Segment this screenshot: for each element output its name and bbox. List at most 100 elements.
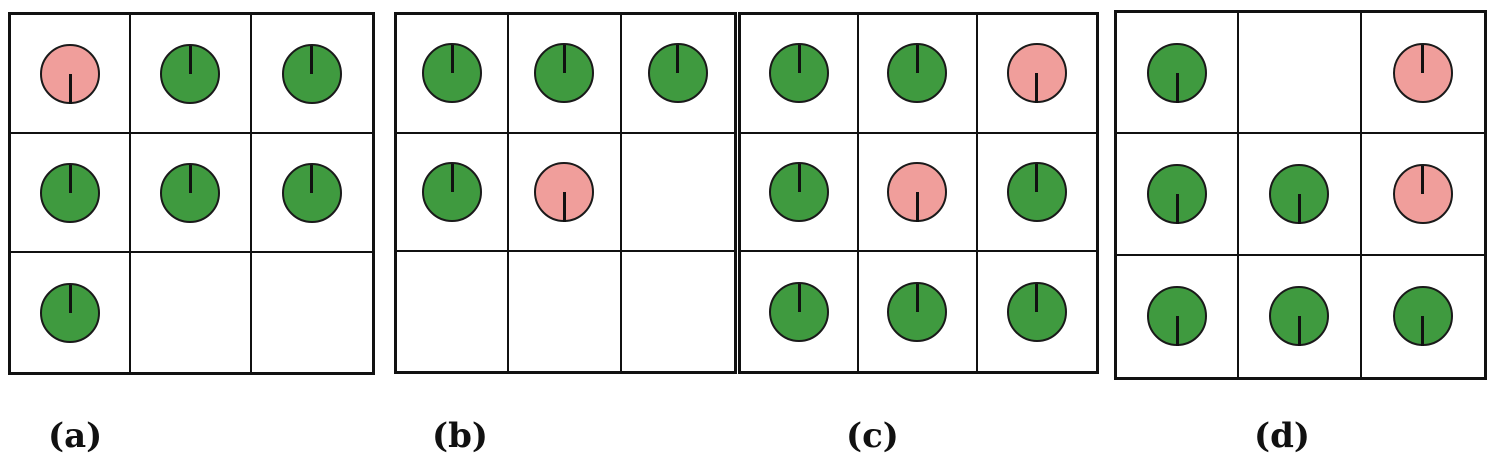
grid-cell — [11, 253, 132, 372]
grid-cell — [509, 15, 622, 134]
grid-cell — [622, 252, 734, 371]
pink-circle-icon — [1392, 42, 1453, 103]
green-circle-icon — [1147, 42, 1208, 103]
grid-cell — [1117, 13, 1240, 135]
pink-circle-icon — [40, 43, 101, 104]
clock-hand-down — [1175, 193, 1179, 224]
green-circle-icon — [1269, 163, 1330, 224]
grid-cell — [131, 253, 252, 372]
grid-cell — [251, 134, 372, 253]
green-circle-icon — [160, 162, 221, 223]
grid-cell — [1239, 13, 1362, 135]
clock-hand-down — [68, 73, 72, 104]
green-circle-icon — [1147, 163, 1208, 224]
grid-cell — [621, 15, 734, 134]
grid-cell — [1117, 255, 1240, 377]
grid-cell — [11, 134, 132, 253]
grid-cell — [1239, 134, 1362, 256]
grid-cell — [859, 252, 978, 371]
green-circle-icon — [887, 43, 948, 104]
grid-cell — [131, 134, 252, 253]
clock-hand-down — [1297, 316, 1301, 347]
panel-label: (a) — [48, 416, 103, 456]
clock-hand-down — [1175, 316, 1179, 347]
grid-cell — [859, 15, 978, 134]
panel-grid — [738, 12, 1099, 374]
green-circle-icon — [1006, 161, 1067, 222]
green-circle-icon — [1392, 286, 1453, 347]
grid-cell — [977, 15, 1096, 134]
grid-cell — [1361, 134, 1484, 256]
grid-cell — [251, 15, 372, 134]
green-circle-icon — [769, 43, 830, 104]
clock-hand-up — [188, 164, 192, 193]
grid-cell — [1362, 256, 1484, 377]
panel-grid — [8, 12, 375, 375]
clock-hand-up — [797, 45, 801, 74]
panel-grid — [1114, 10, 1487, 380]
clock-hand-up — [797, 283, 801, 312]
pink-circle-icon — [534, 161, 595, 222]
green-circle-icon — [422, 161, 483, 222]
grid-cell — [859, 133, 978, 253]
grid-cell — [252, 253, 372, 372]
grid-cell — [509, 133, 622, 253]
grid-cell — [509, 252, 622, 371]
clock-hand-up — [188, 45, 192, 74]
grid-cell — [741, 252, 860, 371]
grid-cell — [741, 133, 860, 253]
panel-label: (d) — [1254, 416, 1310, 456]
clock-hand-up — [450, 45, 454, 74]
clock-hand-up — [1421, 165, 1425, 194]
clock-hand-down — [1035, 73, 1039, 104]
grid-cell — [1239, 255, 1362, 377]
grid-cell — [397, 15, 510, 134]
clock-hand-up — [1421, 44, 1425, 73]
green-circle-icon — [647, 43, 708, 104]
green-circle-icon — [281, 162, 342, 223]
green-circle-icon — [160, 43, 221, 104]
grid-cell — [621, 134, 734, 253]
green-circle-icon — [281, 43, 342, 104]
green-circle-icon — [1006, 281, 1067, 342]
pink-circle-icon — [887, 161, 948, 222]
clock-hand-up — [915, 283, 919, 312]
grid-cell — [741, 15, 860, 134]
panel-label: (b) — [432, 416, 488, 456]
clock-hand-up — [1035, 283, 1039, 312]
panel-label: (c) — [846, 416, 899, 456]
clock-hand-down — [562, 191, 566, 222]
clock-hand-up — [915, 45, 919, 74]
green-circle-icon — [769, 161, 830, 222]
clock-hand-up — [68, 164, 72, 193]
green-circle-icon — [1269, 286, 1330, 347]
green-circle-icon — [40, 282, 101, 343]
green-circle-icon — [422, 43, 483, 104]
clock-hand-down — [1297, 193, 1301, 224]
green-circle-icon — [769, 281, 830, 342]
clock-hand-up — [450, 163, 454, 192]
clock-hand-up — [797, 163, 801, 192]
grid-cell — [131, 15, 252, 134]
green-circle-icon — [1147, 286, 1208, 347]
clock-hand-down — [1175, 72, 1179, 103]
clock-hand-up — [676, 45, 680, 74]
green-circle-icon — [40, 162, 101, 223]
panel-grid — [394, 12, 737, 374]
grid-cell — [1361, 13, 1484, 135]
grid-cell — [1117, 134, 1240, 256]
green-circle-icon — [887, 281, 948, 342]
clock-hand-up — [68, 284, 72, 313]
clock-hand-up — [310, 45, 314, 74]
pink-circle-icon — [1392, 163, 1453, 224]
green-circle-icon — [534, 43, 595, 104]
grid-cell — [977, 134, 1096, 253]
pink-circle-icon — [1006, 43, 1067, 104]
grid-cell — [978, 252, 1096, 371]
clock-hand-up — [310, 164, 314, 193]
clock-hand-down — [1421, 316, 1425, 347]
clock-hand-up — [562, 45, 566, 74]
grid-cell — [397, 252, 510, 371]
grid-cell — [11, 15, 132, 134]
clock-hand-down — [915, 191, 919, 222]
